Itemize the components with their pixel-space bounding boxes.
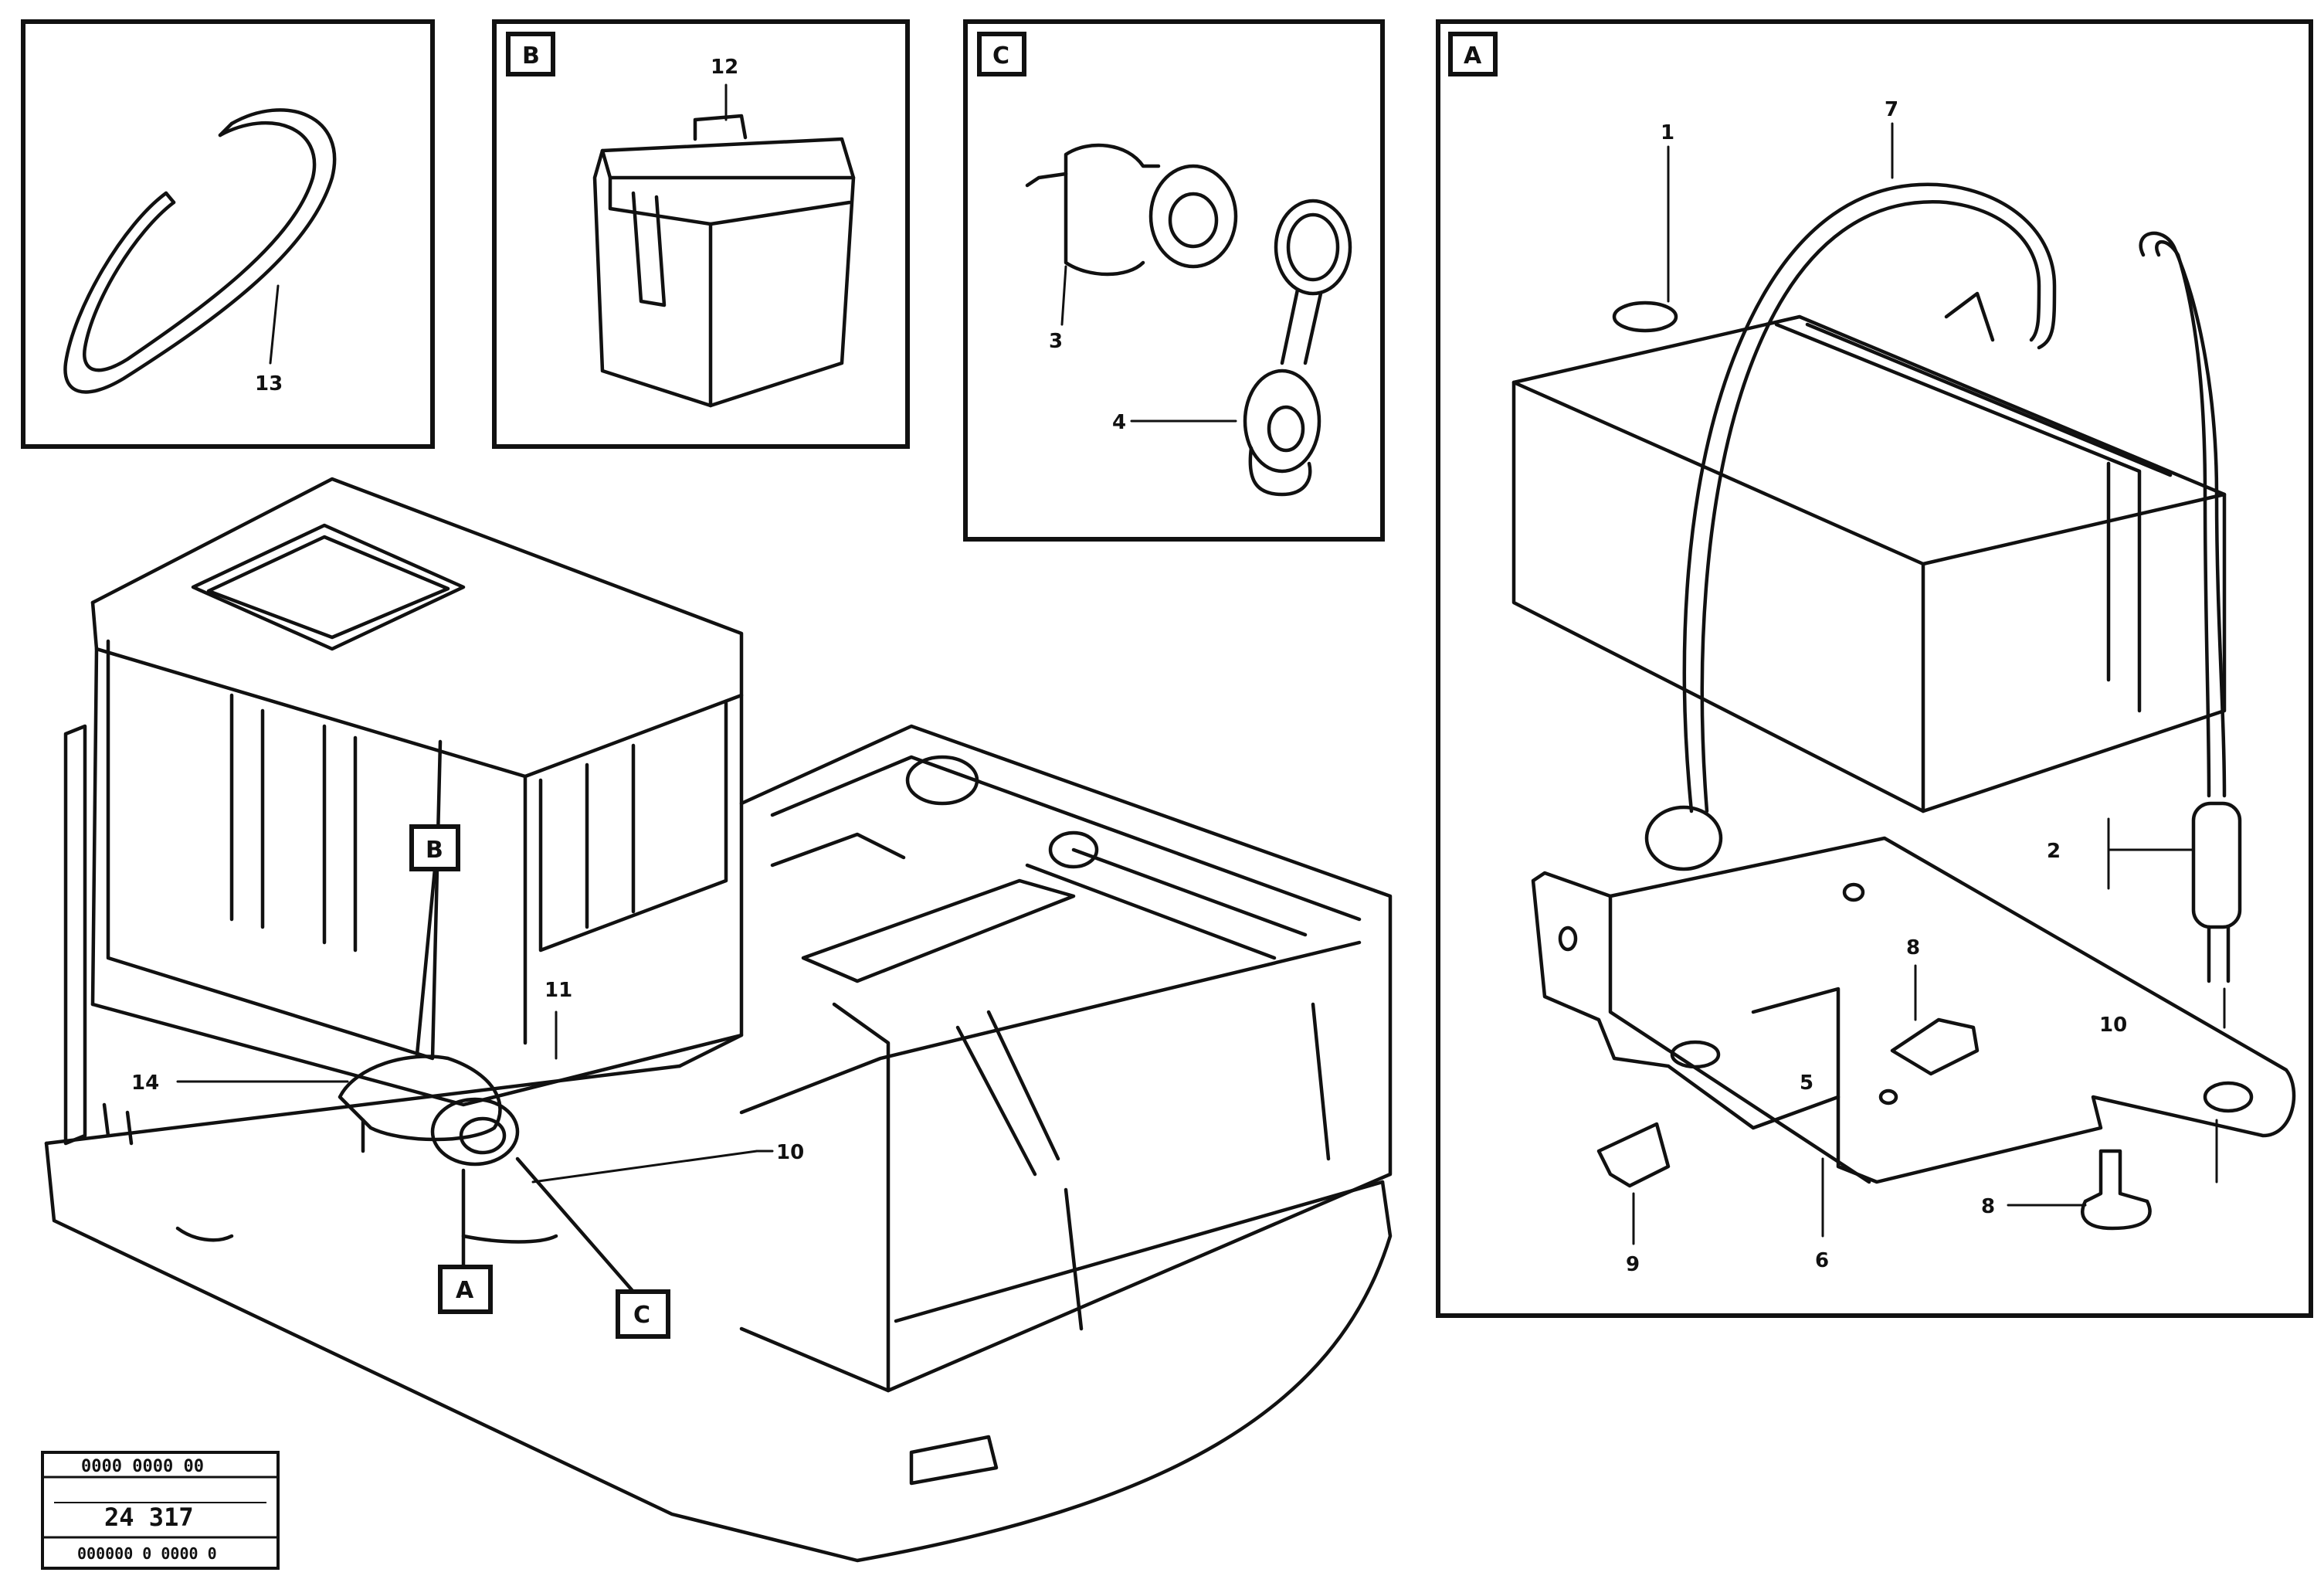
detail-panel-a: A [1436,19,2313,1318]
battery-illustration [1511,291,2227,813]
fasteners-illustration [1596,1017,2152,1231]
drawing-stamp: 0000 0000 00 24 317 000000 0 0000 0 [41,1451,280,1570]
callout-1: 1 [1661,121,1674,144]
callout-2: 2 [2047,840,2061,863]
main-assembly-view: B A C 14 11 10 [44,477,1393,1563]
callout-14: 14 [131,1071,159,1095]
callout-9: 9 [1626,1253,1640,1276]
detail-tag-c: C [992,42,1009,70]
bracket-illustration [1531,836,2296,1184]
detail-panel-c: C 3 4 [963,19,1385,542]
callout-3-c: 3 [1049,330,1063,353]
callout-12: 12 [711,56,738,79]
callout-5: 5 [1800,1071,1813,1095]
detail-panel-b: B 12 [492,19,910,449]
battery-compartment-illustration [739,724,1393,1486]
callout-13: 13 [255,372,283,396]
detail-tag-a: A [1464,42,1482,70]
relay-illustration [592,114,856,408]
callout-6: 6 [1815,1249,1829,1272]
socket-illustration [1025,143,1352,497]
callout-7: 7 [1885,98,1898,121]
cable-2-illustration [2139,231,2242,983]
stamp-drawing-number: 24 317 [104,1503,194,1532]
main-tag-a: A [456,1277,474,1304]
cable-1-illustration [1644,182,2057,871]
callout-4: 4 [1112,411,1126,434]
stamp-top-code: 0000 0000 00 [81,1457,204,1476]
callout-10-a: 10 [2099,1014,2127,1037]
callout-8-lower: 8 [1981,1195,1995,1218]
detail-panel-seal-ring: 13 [21,19,435,449]
main-tag-c: C [633,1302,650,1329]
relay-socket-mount-illustration [338,1055,520,1167]
callout-8-upper: 8 [1906,936,1920,959]
callout-11: 11 [545,979,572,1002]
callout-10-main: 10 [776,1141,804,1164]
cab-body-illustration [44,477,1393,1563]
stamp-bottom-code: 000000 0 0000 0 [77,1544,217,1563]
main-tag-b: B [426,837,443,864]
detail-tag-b: B [522,42,540,70]
seal-ring-illustration [63,108,337,394]
